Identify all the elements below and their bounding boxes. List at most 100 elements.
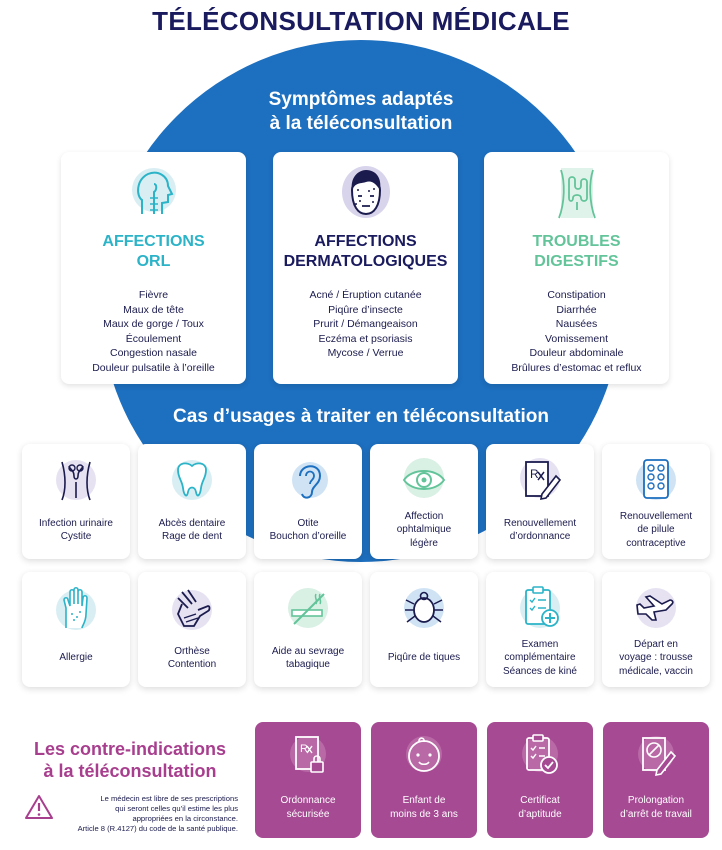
use-card-affection-ophtalmique: Affection ophtalmique légère xyxy=(370,444,478,559)
symptom-item: Mycose / Verrue xyxy=(327,347,404,360)
symptom-item: Vomissement xyxy=(544,332,609,345)
use-card-label-line: Aide au sevrage xyxy=(271,645,345,657)
symptom-item: Fièvre xyxy=(138,289,169,301)
use-card-label: Otite Bouchon d’oreille xyxy=(258,506,358,554)
use-card-otite: Otite Bouchon d’oreille xyxy=(254,444,362,559)
use-card-label-line: médicale, vaccin xyxy=(619,665,693,677)
use-card-label-line: Départ en xyxy=(634,638,678,650)
use-card-label-line: complémentaire xyxy=(504,652,576,664)
bladder-icon xyxy=(56,460,96,501)
contra-card-label-line: Enfant de xyxy=(402,795,446,806)
certificate-icon xyxy=(522,734,558,774)
use-card-depart-voyage: Départ en voyage : trousse médicale, vac… xyxy=(602,572,710,687)
contra-card-label-line: d’arrêt de travail xyxy=(620,809,692,820)
svg-text:R: R xyxy=(530,467,539,481)
symptom-list: Acné / Éruption cutanée Piqûre d’insecte… xyxy=(277,288,454,361)
symptom-title-line1: TROUBLES xyxy=(532,233,621,250)
symptom-card-title: AFFECTIONS DERMATOLOGIQUES xyxy=(277,232,454,272)
contra-card-label-line: moins de 3 ans xyxy=(390,809,458,820)
use-card-label: Aide au sevrage tabagique xyxy=(258,634,358,682)
symptom-item: Douleur pulsatile à l’oreille xyxy=(92,361,215,374)
use-card-label: Renouvellement de pilule contraceptive xyxy=(606,506,706,554)
contra-card-label-line: Ordonnance xyxy=(280,795,336,806)
warning-icon xyxy=(25,795,53,819)
use-card-label-line: ophtalmique xyxy=(396,524,452,536)
use-card-examen-complementaire: Examen complémentaire Séances de kiné xyxy=(486,572,594,687)
use-card-piqure-tiques: Piqûre de tiques xyxy=(370,572,478,687)
head-throat-icon xyxy=(131,168,176,214)
eye-icon xyxy=(402,458,446,498)
use-card-renouvellement-ordonnance: R Renouvellement d’ordonnance xyxy=(486,444,594,559)
symptom-item: Maux de tête xyxy=(123,303,184,316)
use-card-label: Renouvellement d’ordonnance xyxy=(490,506,590,554)
symptoms-heading-line1: Symptômes adaptés xyxy=(268,89,454,110)
tooth-icon xyxy=(172,460,212,500)
use-card-infection-urinaire: Infection urinaire Cystite xyxy=(22,444,130,559)
symptom-item: Eczéma et psoriasis xyxy=(318,332,413,345)
symptom-item: Acné / Éruption cutanée xyxy=(309,289,422,301)
symptom-title-line1: AFFECTIONS xyxy=(314,233,417,250)
symptom-title-line2: ORL xyxy=(136,253,171,270)
contra-card-arret-de-travail: Prolongation d’arrêt de travail xyxy=(603,722,709,838)
use-card-allergie: Allergie xyxy=(22,572,130,687)
symptom-item: Prurit / Démangeaison xyxy=(313,318,418,331)
symptom-item: Piqûre d’insecte xyxy=(328,303,403,316)
use-card-sevrage-tabagique: Aide au sevrage tabagique xyxy=(254,572,362,687)
symptom-title-line2: DIGESTIFS xyxy=(534,253,619,270)
use-card-label-line: Affection xyxy=(404,510,444,522)
use-card-label-line: Infection urinaire xyxy=(39,517,113,529)
symptom-item: Constipation xyxy=(547,289,606,301)
contra-note: Le médecin est libre de ses prescription… xyxy=(26,794,238,834)
symptom-card-orl: AFFECTIONS ORL Fièvre Maux de tête Maux … xyxy=(61,152,246,384)
use-card-label: Affection ophtalmique légère xyxy=(374,506,474,554)
contra-note-line: appropriées en la circonstance. xyxy=(132,814,238,823)
use-card-label-line: tabagique xyxy=(286,659,330,670)
airplane-icon xyxy=(636,588,676,628)
tick-icon xyxy=(404,588,444,628)
contra-card-certificat-aptitude: Certificat d’aptitude xyxy=(487,722,593,838)
page-title: TÉLÉCONSULTATION MÉDICALE xyxy=(152,6,570,36)
use-card-label: Allergie xyxy=(26,634,126,682)
use-card-label-line: Otite xyxy=(297,517,319,529)
use-card-label: Orthèse Contention xyxy=(142,634,242,682)
contra-note-line: Article 8 (R.4127) du code de la santé p… xyxy=(77,824,238,833)
use-card-label-line: Renouvellement xyxy=(619,510,693,522)
use-card-label-line: Renouvellement xyxy=(503,517,577,529)
use-card-label-line: Abcès dentaire xyxy=(158,517,226,529)
allergy-hand-icon xyxy=(56,586,96,630)
use-card-label: Départ en voyage : trousse médicale, vac… xyxy=(606,634,706,682)
use-card-label-line: contraceptive xyxy=(626,537,686,549)
symptom-item: Maux de gorge / Toux xyxy=(103,318,204,331)
symptom-list: Fièvre Maux de tête Maux de gorge / Toux… xyxy=(65,288,242,376)
use-card-label: Infection urinaire Cystite xyxy=(26,506,126,554)
use-card-abces-dentaire: Abcès dentaire Rage de dent xyxy=(138,444,246,559)
symptoms-heading-line2: à la téléconsultation xyxy=(269,113,453,134)
use-card-label-line: de pilule xyxy=(637,524,675,536)
symptom-item: Congestion nasale xyxy=(110,347,197,360)
use-card-label-line: Orthèse xyxy=(174,645,210,657)
symptom-item: Écoulement xyxy=(125,332,182,345)
prescription-icon: R xyxy=(520,458,562,501)
contra-card-label: Ordonnance sécurisée xyxy=(259,784,357,832)
contra-card-enfant-moins-3-ans: Enfant de moins de 3 ans xyxy=(371,722,477,838)
baby-icon xyxy=(406,736,442,772)
contra-card-label: Enfant de moins de 3 ans xyxy=(375,784,473,832)
contra-card-ordonnance-securisee: R Ordonnance sécurisée xyxy=(255,722,361,838)
use-card-label-line: Séances de kiné xyxy=(503,665,577,677)
intestine-icon xyxy=(557,168,596,219)
contra-note-line: Le médecin est libre de ses prescription… xyxy=(100,794,238,803)
symptom-item: Douleur abdominale xyxy=(529,347,624,360)
use-card-label-line: Contention xyxy=(167,659,217,670)
symptoms-heading: Symptômes adaptés à la téléconsultation xyxy=(161,88,561,136)
symptom-item: Brûlures d’estomac et reflux xyxy=(511,361,642,374)
symptom-title-line1: AFFECTIONS xyxy=(102,233,205,250)
symptom-card-dermatologiques: AFFECTIONS DERMATOLOGIQUES Acné / Érupti… xyxy=(273,152,458,384)
contra-card-label-line: Certificat xyxy=(520,795,560,806)
use-card-label: Abcès dentaire Rage de dent xyxy=(142,506,242,554)
no-smoking-icon xyxy=(288,588,328,628)
symptom-item: Diarrhée xyxy=(556,303,597,316)
pill-pack-icon xyxy=(636,459,676,500)
symptom-list: Constipation Diarrhée Nausées Vomissemen… xyxy=(488,288,665,376)
use-card-label-line: Allergie xyxy=(59,652,93,664)
use-card-orthese: Orthèse Contention xyxy=(138,572,246,687)
